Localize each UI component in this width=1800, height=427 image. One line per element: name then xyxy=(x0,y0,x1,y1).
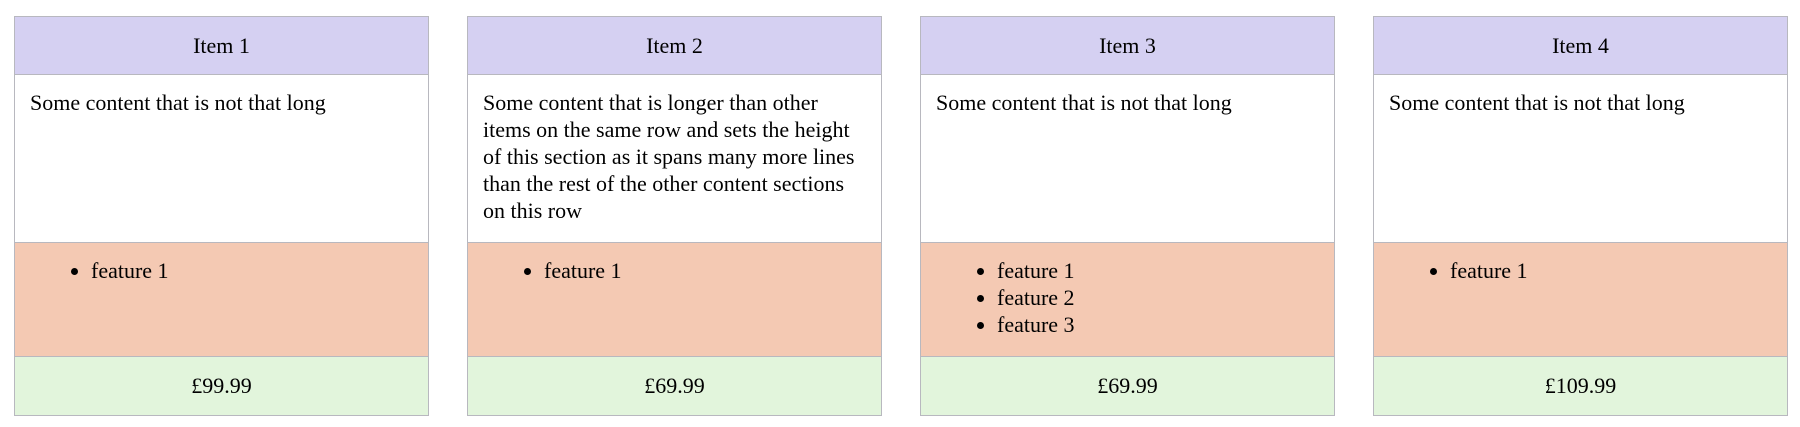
card-content: Some content that is not that long xyxy=(15,75,428,243)
card-price: £69.99 xyxy=(468,357,881,415)
card-title: Item 4 xyxy=(1374,17,1787,75)
card-title: Item 2 xyxy=(468,17,881,75)
card-features: feature 1 feature 2 feature 3 xyxy=(921,243,1334,357)
feature-item: feature 1 xyxy=(91,257,428,284)
card-title: Item 1 xyxy=(15,17,428,75)
feature-item: feature 1 xyxy=(1450,257,1787,284)
feature-item: feature 1 xyxy=(997,257,1334,284)
card-price: £69.99 xyxy=(921,357,1334,415)
card-item-3: Item 3 Some content that is not that lon… xyxy=(920,16,1335,416)
card-item-2: Item 2 Some content that is longer than … xyxy=(467,16,882,416)
card-title: Item 3 xyxy=(921,17,1334,75)
card-item-1: Item 1 Some content that is not that lon… xyxy=(14,16,429,416)
card-item-4: Item 4 Some content that is not that lon… xyxy=(1373,16,1788,416)
feature-item: feature 3 xyxy=(997,311,1334,338)
card-features: feature 1 xyxy=(15,243,428,357)
feature-item: feature 2 xyxy=(997,284,1334,311)
card-features: feature 1 xyxy=(1374,243,1787,357)
card-content: Some content that is not that long xyxy=(921,75,1334,243)
feature-list: feature 1 feature 2 feature 3 xyxy=(921,257,1334,338)
card-price: £109.99 xyxy=(1374,357,1787,415)
card-features: feature 1 xyxy=(468,243,881,357)
feature-item: feature 1 xyxy=(544,257,881,284)
card-price: £99.99 xyxy=(15,357,428,415)
card-content: Some content that is longer than other i… xyxy=(468,75,881,243)
card-content: Some content that is not that long xyxy=(1374,75,1787,243)
feature-list: feature 1 xyxy=(468,257,881,284)
feature-list: feature 1 xyxy=(15,257,428,284)
card-grid: Item 1 Some content that is not that lon… xyxy=(14,16,1789,416)
feature-list: feature 1 xyxy=(1374,257,1787,284)
